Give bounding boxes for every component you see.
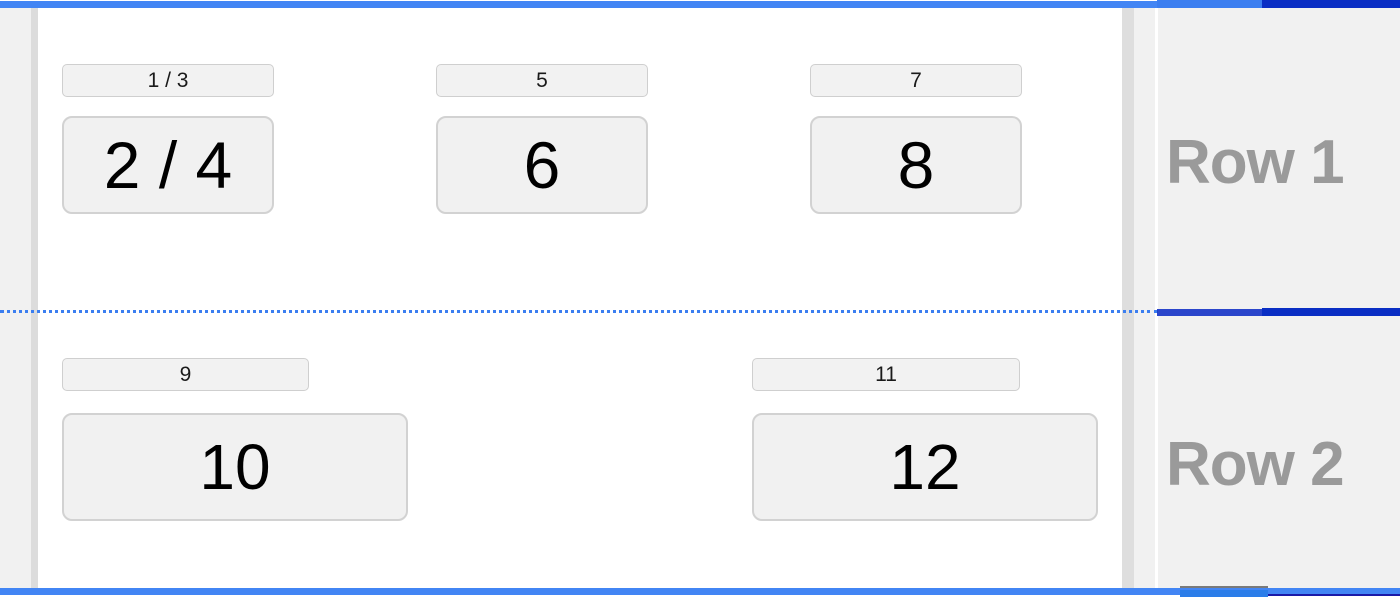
top-accent-bar xyxy=(0,1,1400,8)
row-separator xyxy=(0,310,1158,313)
right-scroll-rail[interactable] xyxy=(1122,8,1134,588)
left-scroll-rail[interactable] xyxy=(31,8,38,588)
cell-tile[interactable]: 8 xyxy=(810,116,1022,214)
bottom-accent-bar xyxy=(0,588,1400,595)
cell-tile[interactable]: 12 xyxy=(752,413,1098,521)
row-band-label-1: Row 1 xyxy=(1166,128,1345,197)
row-band-label-2: Row 2 xyxy=(1166,430,1345,499)
cell-tile[interactable]: 6 xyxy=(436,116,648,214)
left-gutter-panel xyxy=(0,8,31,588)
cell-chip[interactable]: 11 xyxy=(752,358,1020,391)
cell-chip[interactable]: 5 xyxy=(436,64,648,97)
grid-cell: 1 / 3 2 / 4 xyxy=(62,64,274,214)
grid-row-1: 1 / 3 2 / 4 5 6 7 8 xyxy=(62,64,1022,214)
cell-chip[interactable]: 1 / 3 xyxy=(62,64,274,97)
right-gutter-panel xyxy=(1134,8,1400,588)
top-accent-dark-segment xyxy=(1262,0,1400,10)
grid-cell: 7 8 xyxy=(810,64,1022,214)
bottom-accent-segment xyxy=(1180,590,1268,597)
cell-tile[interactable]: 2 / 4 xyxy=(62,116,274,214)
mid-accent-dark-segment xyxy=(1262,308,1400,316)
grid-cell: 9 10 xyxy=(62,358,408,521)
mid-accent-segment xyxy=(1157,309,1265,316)
cell-chip[interactable]: 9 xyxy=(62,358,309,391)
top-accent-segment xyxy=(1157,0,1265,8)
cell-chip[interactable]: 7 xyxy=(810,64,1022,97)
bottom-accent-dark-line xyxy=(1268,594,1400,596)
cell-tile[interactable]: 10 xyxy=(62,413,408,521)
grid-cell: 11 12 xyxy=(752,358,1098,521)
grid-cell: 5 6 xyxy=(436,64,648,214)
grid-row-2: 9 10 11 12 xyxy=(62,358,1098,521)
right-panel-seam xyxy=(1155,8,1158,588)
